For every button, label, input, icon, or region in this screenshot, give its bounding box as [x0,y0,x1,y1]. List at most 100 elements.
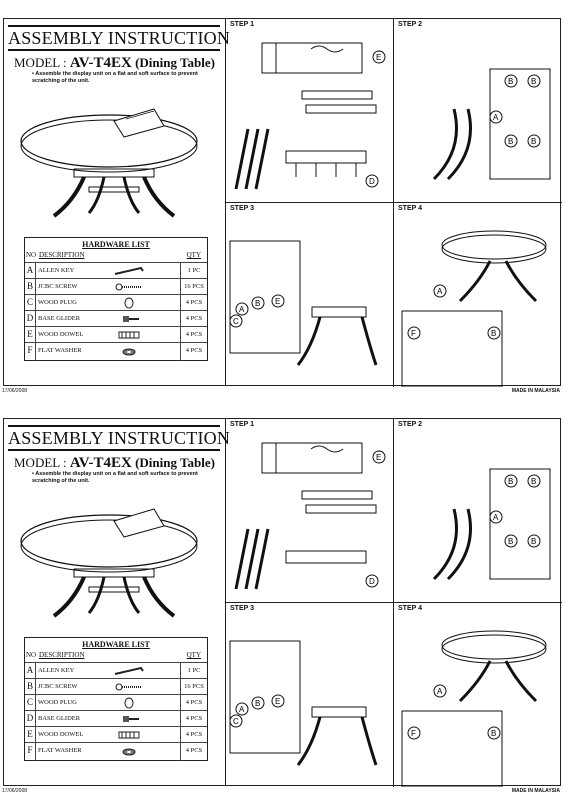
instruction-sheet-bottom: ASSEMBLY INSTRUCTION MODEL : AV-T4EX (Di… [0,400,566,794]
hardware-qty: 4 PCS [180,743,207,761]
flat-washer-icon [122,748,136,756]
hardware-desc: JCBC SCREW [38,283,78,290]
step-4-diagram: A F B [401,230,547,387]
callout-e: E [376,53,381,62]
step-3-diagram: A B E C [229,240,378,366]
svg-text:A: A [493,513,499,522]
hardware-desc: BASE GLIDER [38,715,81,722]
hardware-desc: WOOD PLUG [38,299,77,306]
col-description: DESCRIPTION [39,651,85,659]
hardware-row: D BASE GLIDER 4 PCS [25,310,207,326]
hardware-row: E WOOD DOWEL 4 PCS [25,726,207,742]
flat-washer-icon [122,348,136,356]
hardware-list-title: HARDWARE LIST [82,240,150,249]
step-1-diagram: E D [234,442,386,590]
made-in-label: MADE IN MALAYSIA [511,788,560,794]
hardware-qty: 4 PCS [180,695,207,710]
hardware-desc: ALLEN KEY [38,667,75,674]
svg-text:B: B [531,537,536,546]
step-2-diagram: B B A B B [432,68,551,181]
wood-plug-icon [124,697,134,709]
hardware-qty: 4 PCS [180,295,207,310]
hardware-desc: WOOD PLUG [38,699,77,706]
step-label: STEP 1 [230,421,254,428]
hardware-no: D [25,711,36,726]
svg-text:A: A [239,305,245,314]
jcbc-screw-icon [115,283,141,291]
allen-key-icon [114,266,144,275]
step-label: STEP 2 [398,421,422,428]
hardware-no: C [25,695,36,710]
svg-text:A: A [493,113,499,122]
svg-text:B: B [255,699,260,708]
svg-text:B: B [491,329,496,338]
svg-text:A: A [437,287,443,296]
hardware-row: A ALLEN KEY 1 PC [25,262,207,278]
svg-text:C: C [233,717,239,726]
step-label: STEP 1 [230,21,254,28]
step-2-diagram: B B A B B [432,468,551,581]
col-qty: QTY [186,251,201,259]
instruction-sheet-top: ASSEMBLY INSTRUCTION MODEL : AV-T4EX (Di… [0,0,566,394]
hardware-no: C [25,295,36,310]
svg-text:B: B [508,477,513,486]
assembly-note: • Assemble the display unit on a flat an… [32,71,198,84]
hardware-qty: 4 PCS [180,311,207,326]
svg-text:C: C [233,317,239,326]
svg-text:F: F [411,329,416,338]
model-type: (Dining Table) [135,55,215,70]
hardware-no: F [25,743,36,761]
hardware-qty: 16 PCS [180,679,207,694]
step-label: STEP 2 [398,21,422,28]
hardware-row: A ALLEN KEY 1 PC [25,662,207,678]
hardware-desc: WOOD DOWEL [38,331,84,338]
hardware-qty: 1 PC [180,663,207,678]
svg-text:B: B [255,299,260,308]
callout-d: D [369,177,375,186]
hardware-row: F FLAT WASHER 4 PCS [25,342,207,361]
svg-text:B: B [531,477,536,486]
assembly-note-text: Assemble the display unit on a flat and … [32,71,198,84]
step-label: STEP 3 [230,605,254,612]
hardware-no: E [25,727,36,742]
model-label: MODEL : [14,55,67,70]
svg-text:B: B [508,77,513,86]
step-4-panel: STEP 4 A F B [394,603,562,787]
made-in-label: MADE IN MALAYSIA [511,388,560,394]
step-4-diagram: A F B [401,630,547,787]
wood-dowel-icon [118,731,140,739]
wood-plug-icon [124,297,134,309]
hardware-desc: JCBC SCREW [38,683,78,690]
svg-text:B: B [531,137,536,146]
hardware-row: B JCBC SCREW 16 PCS [25,278,207,294]
jcbc-screw-icon [115,683,141,691]
hardware-row: C WOOD PLUG 4 PCS [25,294,207,310]
svg-text:E: E [376,453,381,462]
hardware-row: C WOOD PLUG 4 PCS [25,694,207,710]
base-glider-icon [123,716,139,722]
hardware-row: D BASE GLIDER 4 PCS [25,710,207,726]
hardware-qty: 4 PCS [180,343,207,361]
col-no: NO [26,651,37,659]
col-description: DESCRIPTION [39,251,85,259]
hardware-desc: ALLEN KEY [38,267,75,274]
step-2-panel: STEP 2 B B A B B [394,19,562,203]
left-column: ASSEMBLY INSTRUCTION MODEL : AV-T4EX (Di… [4,19,230,385]
step-3-diagram: A B E C [229,640,378,766]
assembly-note-text: Assemble the display unit on a flat and … [32,471,198,484]
hardware-desc: FLAT WASHER [38,347,82,354]
sheet-frame: ASSEMBLY INSTRUCTION MODEL : AV-T4EX (Di… [3,18,562,387]
step-1-diagram: E D [234,42,386,190]
model-line: MODEL : AV-T4EX (Dining Table) [14,455,215,472]
assembly-note: • Assemble the display unit on a flat an… [32,471,198,484]
svg-text:B: B [508,537,513,546]
hardware-no: D [25,311,36,326]
left-column: ASSEMBLY INSTRUCTION MODEL : AV-T4EX (Di… [4,419,230,785]
wood-dowel-icon [118,331,140,339]
hardware-list-title: HARDWARE LIST [82,640,150,649]
footer-code: 17/06/2008 [2,788,28,794]
base-glider-icon [123,316,139,322]
hardware-qty: 1 PC [180,263,207,278]
step-label: STEP 4 [398,205,422,212]
model-code: AV-T4EX [69,455,132,471]
